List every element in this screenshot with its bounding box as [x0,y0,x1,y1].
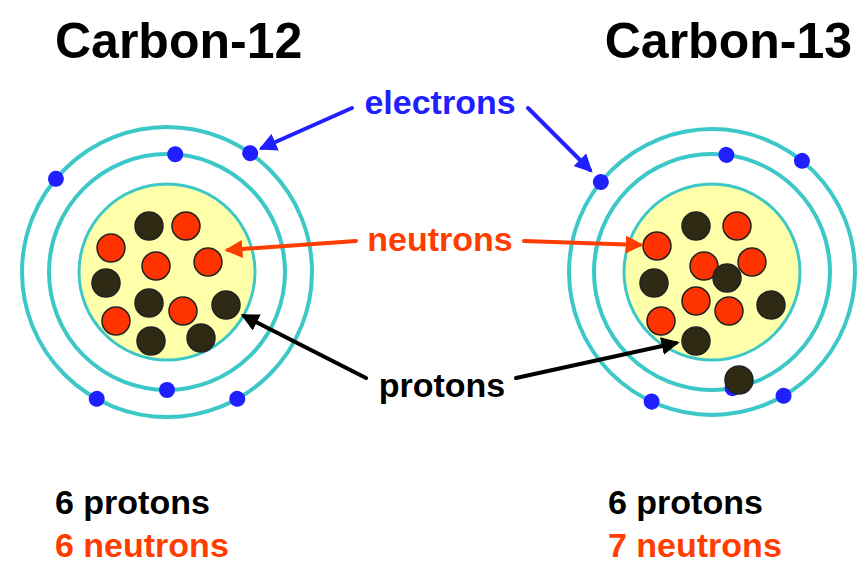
count-label: 7 neutrons [608,526,782,565]
neutron [715,297,743,325]
nucleus [79,184,255,360]
count-label: 6 protons [55,483,210,522]
neutron [172,212,200,240]
electron [86,388,108,410]
neutron [723,212,751,240]
leader-arrow [228,241,356,250]
carbon-13-atom [569,129,855,415]
leader-arrow [244,316,366,378]
electron [773,385,795,407]
neutron [738,248,766,276]
electron [641,391,662,412]
isotope-title: Carbon-12 [55,13,302,71]
neutron [643,232,671,260]
proton [135,289,163,317]
leader-arrows [228,108,676,378]
proton [682,327,710,355]
neutron [194,248,222,276]
particle-label: electrons [364,83,515,122]
electron [167,146,184,163]
proton [135,212,163,240]
proton [92,269,120,297]
outer-shell [569,129,855,415]
leader-arrow [524,241,640,245]
proton [725,366,753,394]
neutron [97,234,125,262]
proton [682,212,710,240]
proton [757,291,785,319]
leader-arrow [516,343,676,378]
carbon-12-atom [22,127,312,417]
carbon-12-nucleons [92,212,240,355]
neutron [102,307,130,335]
electron [226,388,248,410]
electron [717,146,735,164]
electron [45,168,68,191]
particle-label: protons [379,366,506,405]
particle-label: neutrons [367,220,512,259]
leader-arrow [528,108,590,170]
proton [212,291,240,319]
nucleus [624,184,800,360]
leader-arrow [262,108,352,148]
inner-shell [49,154,285,390]
outer-shell [22,127,312,417]
proton [640,269,668,297]
count-label: 6 protons [608,483,763,522]
carbon-13-nucleons [640,212,785,394]
electron [791,150,814,173]
proton [713,264,741,292]
proton [187,324,215,352]
neutron [682,287,710,315]
count-label: 6 neutrons [55,526,229,565]
neutron [647,307,675,335]
neutron [142,252,170,280]
neutron [169,297,197,325]
electron [590,171,613,194]
isotope-title: Carbon-13 [605,13,852,71]
electron [159,382,175,398]
proton [137,327,165,355]
electron [239,142,261,164]
